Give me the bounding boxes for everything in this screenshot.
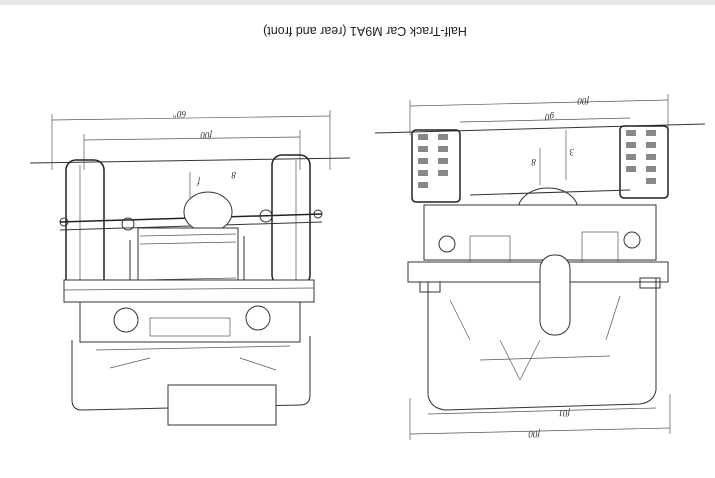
right-lower-body xyxy=(427,278,657,411)
left-dim-small-label: f xyxy=(196,177,200,187)
right-dim-inner xyxy=(459,117,631,123)
left-tire-left xyxy=(65,159,105,291)
page-edge xyxy=(0,0,715,5)
left-lamp-right xyxy=(245,305,271,331)
left-dim-overall-label: 60" xyxy=(173,109,186,119)
left-dim-overall xyxy=(51,115,331,121)
right-center-roller xyxy=(539,254,571,336)
right-dim-bottom-outer xyxy=(409,427,671,435)
right-dim-bottom-inner xyxy=(427,407,657,415)
right-track-right xyxy=(619,125,669,199)
right-dim-overall-label: f00 xyxy=(577,96,589,106)
right-dim-inner-label: g0 xyxy=(545,112,555,122)
right-dim-bottom-outer-label: f00 xyxy=(528,429,540,439)
left-lower-frame xyxy=(79,301,301,343)
left-dim-inner xyxy=(83,136,301,141)
right-view: f00 g0 8 3 xyxy=(374,94,706,440)
right-track-left xyxy=(411,129,461,203)
left-step-plate xyxy=(167,384,277,426)
right-upper-body xyxy=(423,204,657,261)
right-bumper xyxy=(407,261,669,283)
right-light-left xyxy=(438,235,456,253)
right-dim-small-label: 8 xyxy=(531,157,536,167)
left-differential xyxy=(183,191,233,233)
left-bumper xyxy=(63,279,315,303)
right-dim-bottom-inner-label: f01 xyxy=(558,408,570,418)
right-light-right xyxy=(623,231,641,249)
left-ground-line xyxy=(29,157,351,164)
left-view: 60" f00 f 8 xyxy=(29,109,351,426)
left-lamp-left xyxy=(113,307,139,333)
left-dim-inner-label: f00 xyxy=(200,130,212,140)
left-tire-right xyxy=(271,154,311,286)
left-dim-small2-label: 8 xyxy=(231,170,236,180)
right-dim-overall xyxy=(409,99,669,107)
right-dim-side-label: 3 xyxy=(569,147,575,157)
